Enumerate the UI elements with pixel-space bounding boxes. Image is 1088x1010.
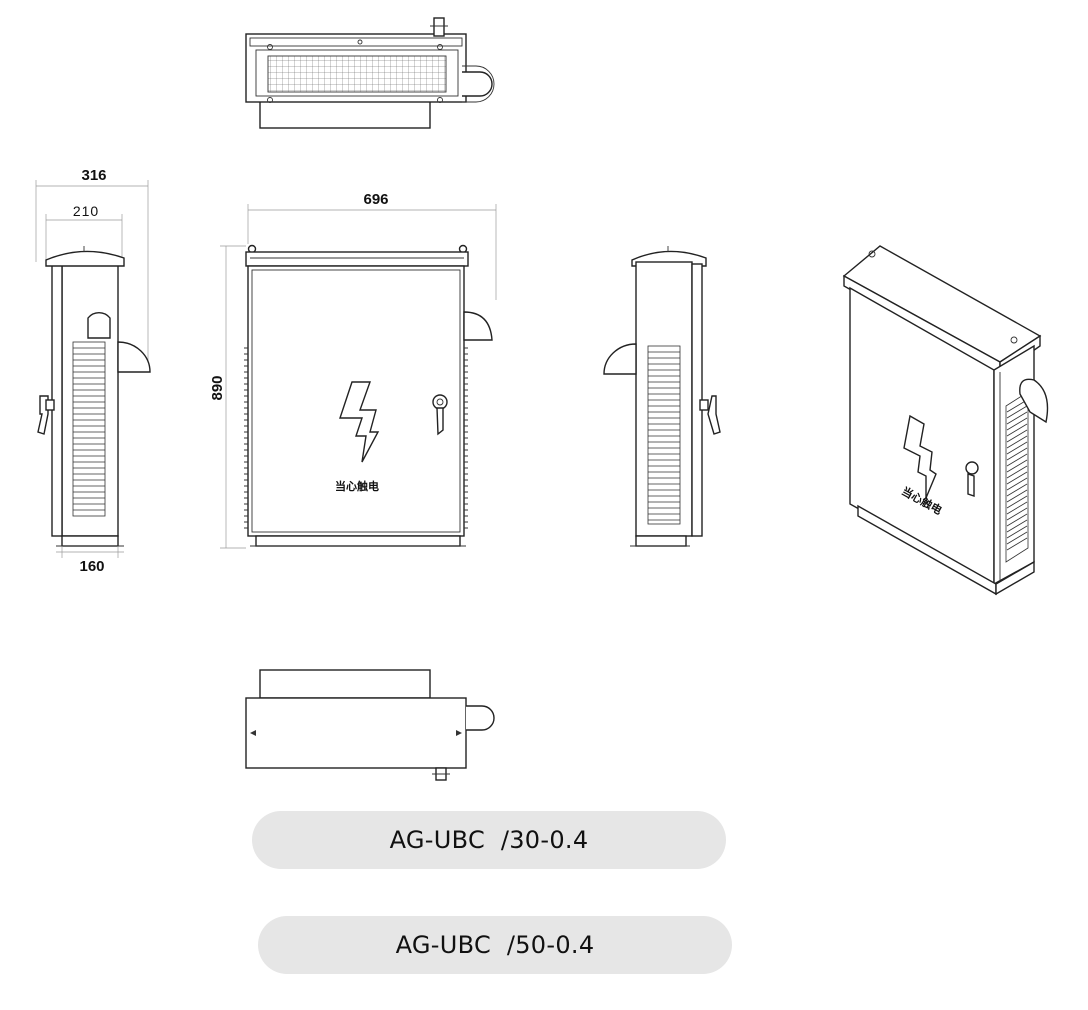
grille-slat <box>1006 477 1028 491</box>
model-label-text: AG-UBC /30-0.4 <box>389 826 589 854</box>
grille-slat <box>1006 441 1028 455</box>
grille-slat <box>1006 471 1028 485</box>
grille-slat <box>1006 405 1028 419</box>
grille-slat <box>1006 465 1028 479</box>
grille-slat <box>1006 507 1028 521</box>
grille-slat <box>1006 411 1028 425</box>
model-label-text: AG-UBC /50-0.4 <box>395 931 595 959</box>
bottom-view <box>245 669 495 781</box>
model-label-30: AG-UBC /30-0.4 <box>252 811 726 869</box>
rain-hood-icon <box>87 312 111 339</box>
dim-height: 890 <box>209 375 226 400</box>
door-handle-icon <box>432 394 448 410</box>
grille-slat <box>1006 495 1028 509</box>
grille-slat <box>1006 417 1028 431</box>
grille-slat <box>1006 453 1028 467</box>
grille-slat <box>1006 501 1028 515</box>
grille-slat <box>1006 519 1028 533</box>
top-view <box>245 17 495 129</box>
grille-slat <box>1006 531 1028 545</box>
dim-depth-total: 316 <box>81 167 106 184</box>
dim-width: 696 <box>363 191 388 208</box>
warning-label: 当心触电 <box>335 479 379 493</box>
grille-slat <box>1006 429 1028 443</box>
dim-depth-body: 210 <box>73 203 99 219</box>
grille-slat <box>1006 537 1028 551</box>
grille-slat <box>1006 525 1028 539</box>
model-label-50: AG-UBC /50-0.4 <box>258 916 732 974</box>
lightning-bolt-icon <box>339 381 380 463</box>
grille-slat <box>1006 447 1028 461</box>
left-side-view: 316 210 160 <box>35 167 151 575</box>
grille-slat <box>1006 435 1028 449</box>
right-side-view <box>603 246 721 547</box>
dim-base-depth: 160 <box>79 558 104 575</box>
grille-slat <box>1006 489 1028 503</box>
ventilation-grille-icon <box>72 341 106 517</box>
grille-slat <box>1006 423 1028 437</box>
grille-slat <box>1006 459 1028 473</box>
isometric-view: 当心触电 <box>842 245 1049 596</box>
grille-slat <box>1006 513 1028 527</box>
grille-slat <box>1006 483 1028 497</box>
front-view: 696 890 当心触电 <box>209 191 497 549</box>
